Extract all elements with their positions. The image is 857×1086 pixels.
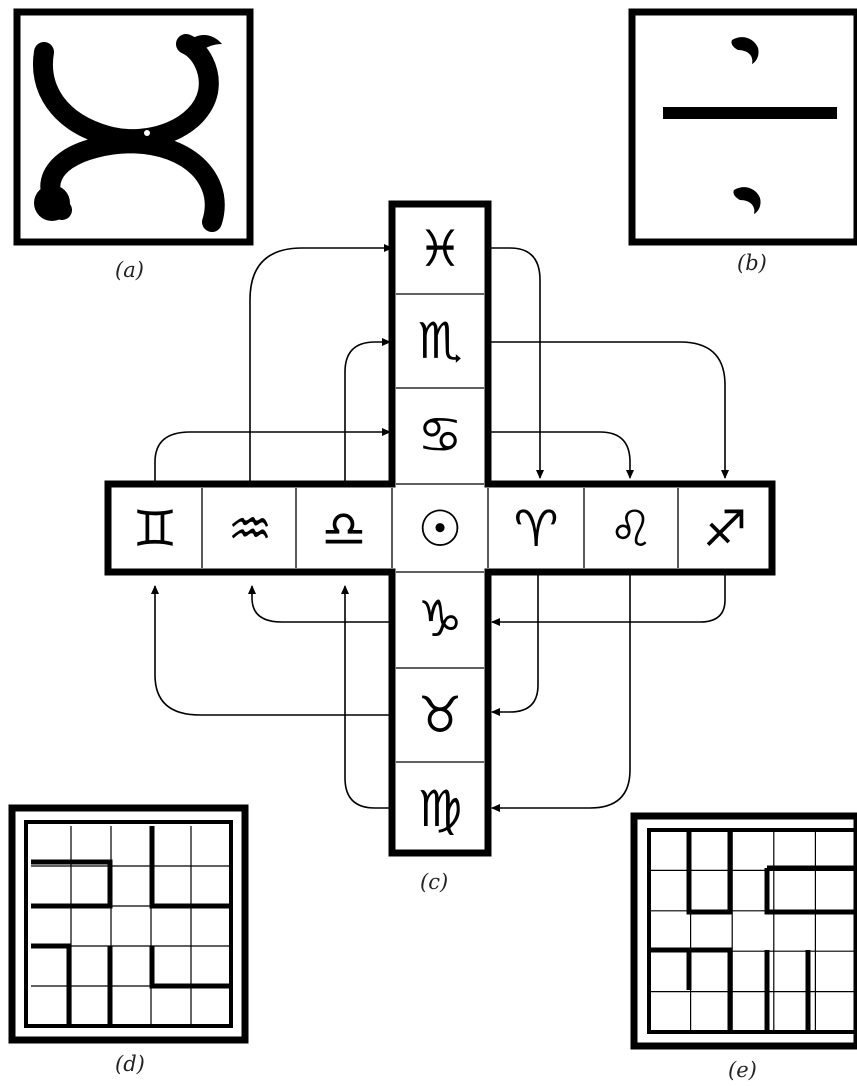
sign-leo-cell: ♌	[609, 500, 654, 558]
panel-d	[12, 808, 245, 1040]
panel-b-bar	[663, 107, 837, 119]
caption-b: (b)	[737, 251, 767, 275]
sign-scorpio-cell: ♏	[418, 312, 463, 370]
sign-virgo-cell: ♍	[418, 780, 463, 838]
sign-gemini-cell: ♊	[133, 500, 178, 558]
sign-aries-cell: ♈	[514, 500, 559, 558]
sign-sun-center-cell: ☉	[418, 500, 463, 558]
sign-capricorn-cell: ♑	[418, 590, 463, 648]
caption-a: (a)	[115, 258, 144, 282]
sign-cancer-cell: ♋	[418, 406, 463, 464]
sign-taurus-cell: ♉	[418, 686, 463, 744]
caption-c: (c)	[420, 870, 448, 894]
sign-sagittarius-cell: ♐	[703, 500, 748, 558]
sign-aquarius-cell: ♒	[228, 500, 273, 558]
sign-libra-cell: ♎	[322, 500, 367, 558]
panel-e	[634, 816, 857, 1046]
sign-pisces-cell: ♓	[418, 220, 463, 278]
caption-e: (e)	[728, 1058, 757, 1082]
caption-d: (d)	[115, 1052, 145, 1076]
panel-a	[17, 12, 250, 242]
panel-c-cross: ♓ ♏ ♋ ♑ ♉ ♍ ♊ ♒ ♎ ☉ ♈ ♌ ♐	[108, 204, 772, 853]
panel-b	[632, 12, 857, 242]
